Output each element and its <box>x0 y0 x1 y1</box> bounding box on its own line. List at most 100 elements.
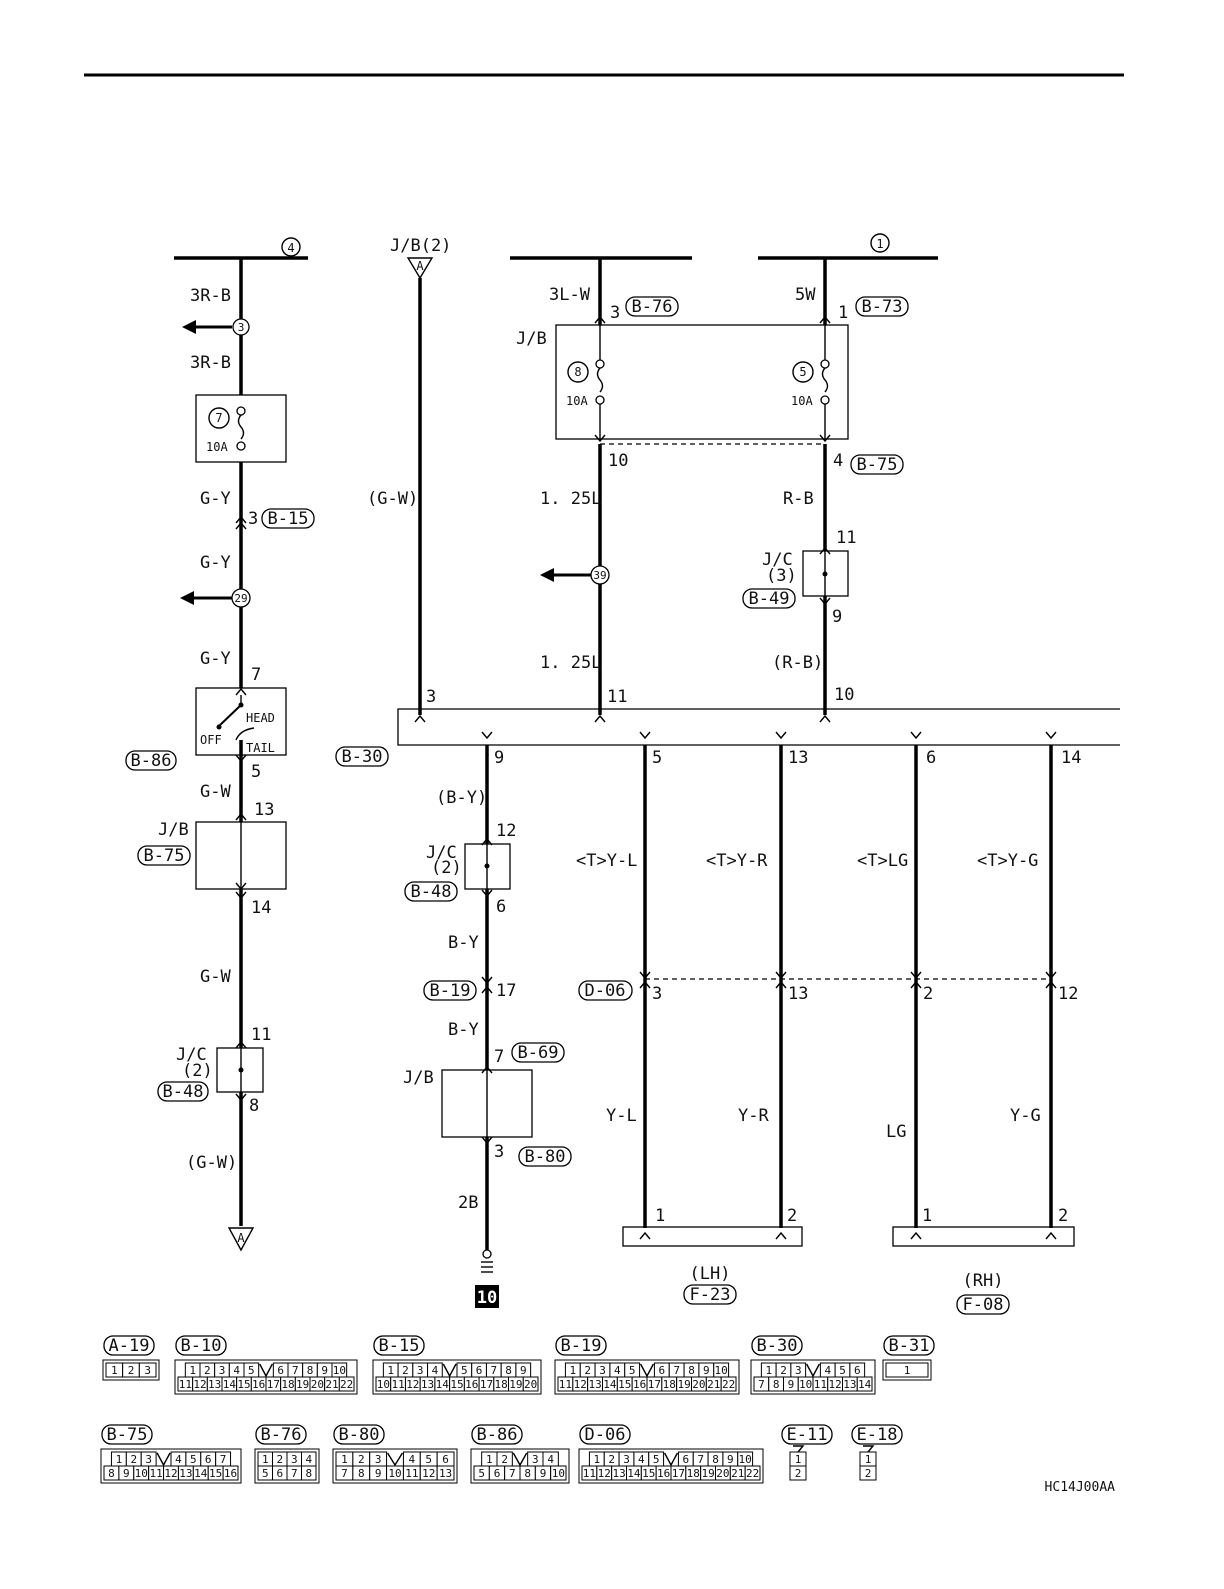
svg-text:7: 7 <box>251 665 261 685</box>
legend-pin: 15 <box>450 1378 463 1391</box>
svg-text:3: 3 <box>426 687 436 707</box>
connector-b30: B-30 9 5 13 6 14 <box>335 708 1120 768</box>
ground-branch: (B-Y) 12 J/C (2) B-48 6 B-Y B-19 17 B-Y … <box>403 745 572 1308</box>
connector-id: B-80 <box>525 1147 566 1167</box>
legend-connector-id: B-86 <box>477 1425 518 1445</box>
legend-pin: 21 <box>707 1378 720 1391</box>
legend-pin: 18 <box>281 1378 294 1391</box>
svg-text:J/C: J/C <box>762 550 793 570</box>
wire-label: Y-G <box>1010 1106 1041 1126</box>
legend-pin: 11 <box>405 1467 418 1480</box>
wire-label: (B-Y) <box>436 788 487 808</box>
legend-pin: 5 <box>478 1467 485 1480</box>
fuse-rating: 10A <box>206 440 228 454</box>
legend-pin: 12 <box>829 1378 842 1391</box>
legend-pin: 20 <box>692 1378 705 1391</box>
wire-label: 3R-B <box>190 286 231 306</box>
legend-pin: 3 <box>795 1364 802 1377</box>
svg-text:13: 13 <box>788 984 808 1004</box>
legend-pin: 9 <box>375 1467 382 1480</box>
legend-pin: 10 <box>388 1467 401 1480</box>
legend-pin: 10 <box>552 1467 565 1480</box>
svg-text:1: 1 <box>655 1206 665 1226</box>
svg-text:6: 6 <box>926 748 936 768</box>
legend-pin: 19 <box>701 1467 714 1480</box>
legend-pin: 6 <box>659 1364 666 1377</box>
connector-id: F-23 <box>690 1285 731 1305</box>
legend-pin: 14 <box>603 1378 617 1391</box>
legend-pin: 15 <box>209 1467 222 1480</box>
component-label: J/B <box>516 329 547 349</box>
legend-pin: 3 <box>145 1453 152 1466</box>
legend-pin: 3 <box>623 1453 630 1466</box>
legend-pin: 5 <box>190 1453 197 1466</box>
ground-point-icon <box>475 1285 499 1308</box>
wire-label: G-W <box>200 967 231 987</box>
legend-pin: 13 <box>588 1378 601 1391</box>
fuse-rating: 10A <box>791 394 813 408</box>
connector-id: B-48 <box>163 1082 204 1102</box>
legend-pin: 5 <box>262 1467 269 1480</box>
legend-pin: 8 <box>688 1364 695 1377</box>
svg-text:3: 3 <box>238 321 245 334</box>
wire-label: G-Y <box>200 489 231 509</box>
legend-pin: 7 <box>292 1364 299 1377</box>
legend-pin: 3 <box>599 1364 606 1377</box>
wire-label: B-Y <box>448 1020 479 1040</box>
arrow-left-icon <box>540 568 554 582</box>
legend-pin: 6 <box>476 1364 483 1377</box>
legend-pin: 1 <box>387 1364 394 1377</box>
fuse-rating: 10A <box>566 394 588 408</box>
legend-pin: 19 <box>509 1378 522 1391</box>
legend-pin: 7 <box>341 1467 348 1480</box>
legend-pin: 12 <box>406 1378 419 1391</box>
connector-id: B-69 <box>518 1043 559 1063</box>
marker-4: 4 <box>287 241 294 255</box>
legend-pin: 20 <box>311 1378 324 1391</box>
wire-label: (R-B) <box>772 653 823 673</box>
legend-connector-id: E-18 <box>857 1425 898 1445</box>
wire-label: 3L-W <box>549 285 591 305</box>
legend-pin: 4 <box>432 1364 439 1377</box>
marker-1: 1 <box>876 237 883 251</box>
wire-label: (G-W) <box>186 1153 237 1173</box>
legend-pin: 4 <box>233 1364 240 1377</box>
svg-text:12: 12 <box>1058 984 1078 1004</box>
legend-pin: 22 <box>746 1467 759 1480</box>
wire-label: G-Y <box>200 553 231 573</box>
legend-pin: 7 <box>697 1453 704 1466</box>
legend-pin: 13 <box>421 1378 434 1391</box>
legend-pin: 16 <box>633 1378 646 1391</box>
wire-label: <T>Y-L <box>576 851 637 871</box>
legend-pin: 4 <box>547 1453 554 1466</box>
svg-text:(3): (3) <box>766 566 797 586</box>
svg-text:10: 10 <box>608 451 628 471</box>
legend-connector-id: B-76 <box>261 1425 302 1445</box>
legend-pin: 4 <box>305 1453 312 1466</box>
legend-pin: 5 <box>653 1453 660 1466</box>
svg-text:10: 10 <box>834 685 854 705</box>
legend-pin: 18 <box>687 1467 700 1480</box>
legend-pin: 2 <box>402 1364 409 1377</box>
wire-label: G-W <box>200 782 231 802</box>
wire-label: (G-W) <box>367 489 418 509</box>
wire-label: Y-R <box>738 1106 769 1126</box>
legend-pin: 7 <box>220 1453 227 1466</box>
legend-pin: 17 <box>648 1378 661 1391</box>
legend-pin: 15 <box>237 1378 250 1391</box>
wire-label: R-B <box>783 489 814 509</box>
legend-connector-id: A-19 <box>109 1336 150 1356</box>
wire-label: G-Y <box>200 649 231 669</box>
legend-connector-id: B-15 <box>379 1336 420 1356</box>
legend-pin: 9 <box>520 1364 527 1377</box>
component-label: J/B <box>158 820 189 840</box>
legend-pin: 14 <box>194 1467 208 1480</box>
connector-id: B-15 <box>268 509 309 529</box>
legend-pin: 1 <box>594 1453 601 1466</box>
legend-pin: 21 <box>731 1467 744 1480</box>
